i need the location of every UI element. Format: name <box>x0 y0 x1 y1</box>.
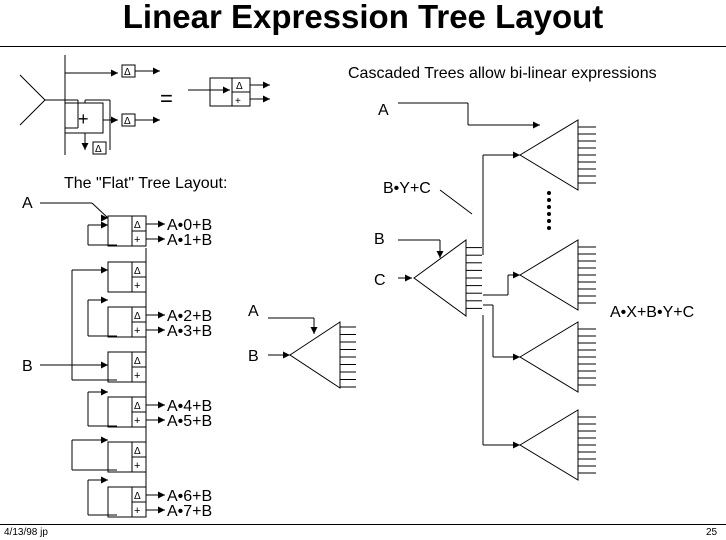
cascade-input-b: B <box>374 231 385 248</box>
ellipsis-dots <box>547 191 551 230</box>
flat-output-label: A•3+B <box>167 323 212 340</box>
delta-glyph: Δ <box>134 446 141 457</box>
adder-plus-glyph: + <box>78 109 89 129</box>
cell-body <box>107 215 133 247</box>
flat-output-label: A•6+B <box>167 488 212 505</box>
plus-glyph: + <box>235 96 241 107</box>
cascade-input-c: C <box>374 272 386 289</box>
flat-tree-outputs: A•0+BA•1+B A•2+BA•3+B A•4+BA•5+B A•6+BA•7+B <box>146 217 212 520</box>
cascade-tree-2 <box>519 239 596 311</box>
flat-tree-cell: Δ+ <box>107 261 147 293</box>
flat-tree-cell: Δ+ <box>107 441 147 473</box>
flat-output-label: A•7+B <box>167 503 212 520</box>
delta-glyph: Δ <box>124 116 131 127</box>
plus-glyph: + <box>134 370 140 382</box>
flat-tree-cell: Δ+ <box>107 351 147 383</box>
cell-body <box>107 396 133 428</box>
delta-glyph: Δ <box>236 81 243 92</box>
flat-tree-cell: Δ+ <box>107 215 147 247</box>
delta-glyph: Δ <box>134 220 141 231</box>
page-title: Linear Expression Tree Layout <box>122 0 604 35</box>
plus-glyph: + <box>134 460 140 472</box>
flat-caption: The "Flat" Tree Layout: <box>64 175 227 192</box>
plus-glyph: + <box>134 280 140 292</box>
plus-glyph: + <box>134 234 140 246</box>
single-input-a: A <box>248 303 259 320</box>
cell-body <box>107 261 133 293</box>
single-tree <box>268 317 341 389</box>
flat-output-label: A•1+B <box>167 232 212 249</box>
cascade-front-tree <box>413 239 482 317</box>
flat-tree-cell: Δ+ <box>107 396 147 428</box>
delta-glyph: Δ <box>134 401 141 412</box>
flat-tree-wires <box>40 202 147 516</box>
cascade-wires <box>398 102 540 449</box>
cell-body <box>107 306 133 338</box>
flat-output-label: A•4+B <box>167 398 212 415</box>
footer-date: 4/13/98 jp <box>4 527 48 538</box>
cascade-input-a: A <box>378 102 389 119</box>
flat-output-label: A•2+B <box>167 308 212 325</box>
delta-glyph: Δ <box>134 356 141 367</box>
flat-output-label: A•5+B <box>167 413 212 430</box>
equivalence-diagram <box>19 55 270 155</box>
delta-glyph: Δ <box>134 311 141 322</box>
cascade-tree-3 <box>519 321 596 393</box>
flat-input-b: B <box>22 358 33 375</box>
footer-page-number: 25 <box>706 527 718 538</box>
tree-triangle <box>519 119 579 191</box>
cascaded-caption: Cascaded Trees allow bi-linear expressio… <box>348 65 657 82</box>
cell-body <box>107 351 133 383</box>
tree-triangle <box>519 239 579 311</box>
plus-glyph: + <box>134 415 140 427</box>
cascade-tree-top <box>519 119 596 191</box>
flat-input-a: A <box>22 195 33 212</box>
plus-glyph: + <box>134 505 140 517</box>
cascade-label-byc: B•Y+C <box>383 180 431 197</box>
delta-glyph: Δ <box>134 266 141 277</box>
footer-rule <box>0 524 726 525</box>
single-input-b: B <box>248 348 259 365</box>
cell-body <box>107 486 133 518</box>
tree-triangle <box>519 321 579 393</box>
plus-glyph: + <box>134 325 140 337</box>
cascade-trees <box>413 119 596 481</box>
flat-tree-cell: Δ+ <box>107 306 147 338</box>
single-tree-output-ticks <box>340 326 356 388</box>
flat-tree-cell: Δ+ <box>107 486 147 518</box>
title-rule <box>0 46 726 47</box>
tree-triangle <box>519 409 579 481</box>
cascade-tree-bottom <box>519 409 596 481</box>
cascade-output: A•X+B•Y+C <box>610 304 694 321</box>
flat-tree-cells: Δ+Δ+Δ+Δ+Δ+Δ+Δ+ <box>107 215 147 518</box>
delta-glyph: Δ <box>95 144 102 155</box>
cell-body <box>107 441 133 473</box>
equals-sign: = <box>160 86 173 111</box>
delta-glyph: Δ <box>124 67 131 78</box>
delta-glyph: Δ <box>134 491 141 502</box>
flat-output-label: A•0+B <box>167 217 212 234</box>
